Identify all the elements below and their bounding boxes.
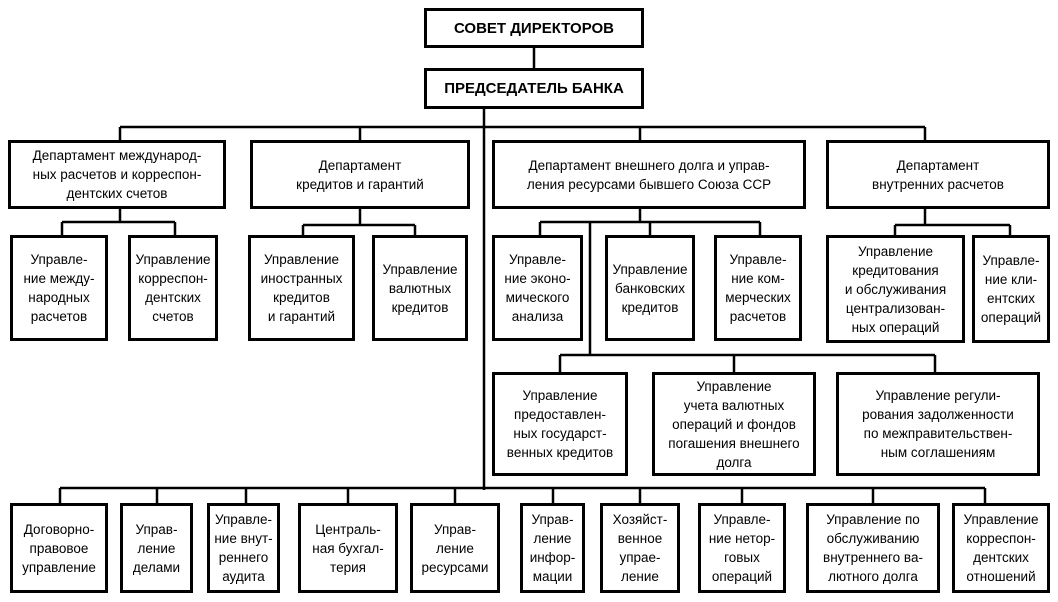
board-of-directors-box: СОВЕТ ДИРЕКТОРОВ (424, 8, 644, 48)
direct-unit-box: Управле- ние внут- реннего аудита (207, 503, 280, 593)
direct-unit-box: Договорно- правовое управление (10, 503, 108, 593)
unit-box: Управление иностранных кредитов и гарант… (248, 235, 355, 341)
direct-unit-box: Управ- ление делами (120, 503, 193, 593)
direct-unit-box: Управле- ние нетор- говых операций (698, 503, 786, 593)
bank-chairman-box: ПРЕДСЕДАТЕЛЬ БАНКА (424, 68, 644, 109)
unit-box: Управление кредитования и обслуживания ц… (826, 235, 965, 343)
direct-unit-box: Управление по обслуживанию внутреннего в… (806, 503, 940, 593)
department-credits-guarantees: Департамент кредитов и гарантий (250, 140, 470, 209)
unit-box: Управле- ние кли- ентских операций (972, 235, 1050, 343)
unit-box: Управление валютных кредитов (372, 235, 468, 341)
unit-box: Управление банковских кредитов (605, 235, 695, 341)
unit-box: Управление корреспон- дентских счетов (128, 235, 218, 341)
department-external-debt: Департамент внешнего долга и управ- лени… (492, 140, 806, 209)
unit-box: Управле- ние ком- мерческих расчетов (714, 235, 802, 341)
unit-box: Управле- ние эконо- мического анализа (492, 235, 583, 341)
subunit-box: Управление регули- рования задолженности… (836, 372, 1040, 476)
subunit-box: Управление учета валютных операций и фон… (652, 372, 816, 476)
direct-unit-box: Управ- ление ресурсами (410, 503, 500, 593)
direct-unit-box: Управ- ление инфор- мации (520, 503, 585, 593)
department-internal-settlements: Департамент внутренних расчетов (826, 140, 1050, 209)
direct-unit-box: Хозяйст- венное упрае- ление (600, 503, 680, 593)
unit-box: Управле- ние между- народных расчетов (10, 235, 108, 341)
department-international-settlements: Департамент международ- ных расчетов и к… (8, 140, 226, 209)
direct-unit-box: Централь- ная бухгал- терия (298, 503, 398, 593)
direct-unit-box: Управление корреспон- дентских отношений (952, 503, 1050, 593)
subunit-box: Управление предоставлен- ных государст- … (492, 372, 628, 476)
